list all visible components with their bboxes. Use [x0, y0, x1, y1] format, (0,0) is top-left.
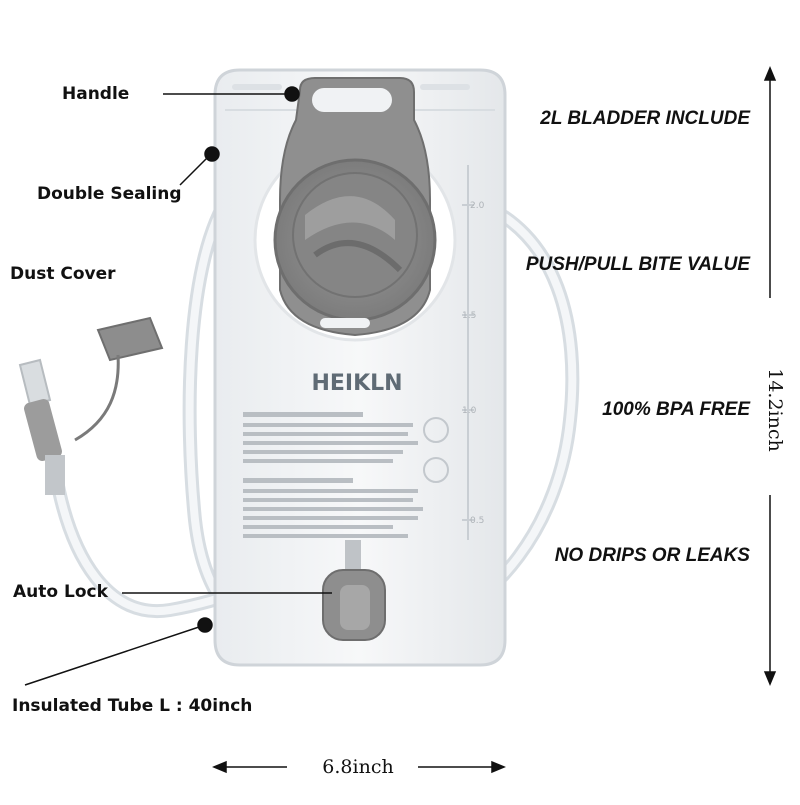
dust-cover [74, 316, 164, 442]
width-dimension-label: 6.8inch [322, 756, 394, 778]
tube-length-label: Insulated Tube L : 40inch [12, 696, 253, 716]
feature-text: 2L BLADDER INCLUDE [540, 108, 750, 129]
dust-cover-label: Dust Cover [10, 264, 116, 284]
feature-text: NO DRIPS OR LEAKS [554, 545, 750, 566]
double-sealing-label: Double Sealing [37, 184, 182, 204]
callout-lines [24, 86, 332, 686]
feature-text: 100% BPA FREE [602, 399, 750, 420]
scale-mark: 2.0 [470, 201, 485, 211]
auto-lock-connector [322, 540, 386, 641]
scale-mark: 1.5 [462, 311, 476, 321]
handle-label: Handle [62, 84, 130, 104]
scale-mark: 1.0 [462, 406, 477, 416]
feature-text: PUSH/PULL BITE VALUE [525, 254, 750, 275]
brand-mark: HEIKLN [311, 371, 402, 396]
cap-assembly [253, 77, 457, 342]
auto-lock-label: Auto Lock [13, 582, 108, 602]
width-dimension-arrow [212, 760, 506, 774]
height-dimension-arrow [763, 66, 777, 686]
scale-mark: 0.5 [470, 516, 484, 526]
height-dimension-label: 14.2inch [764, 368, 786, 452]
bite-valve [18, 358, 65, 495]
